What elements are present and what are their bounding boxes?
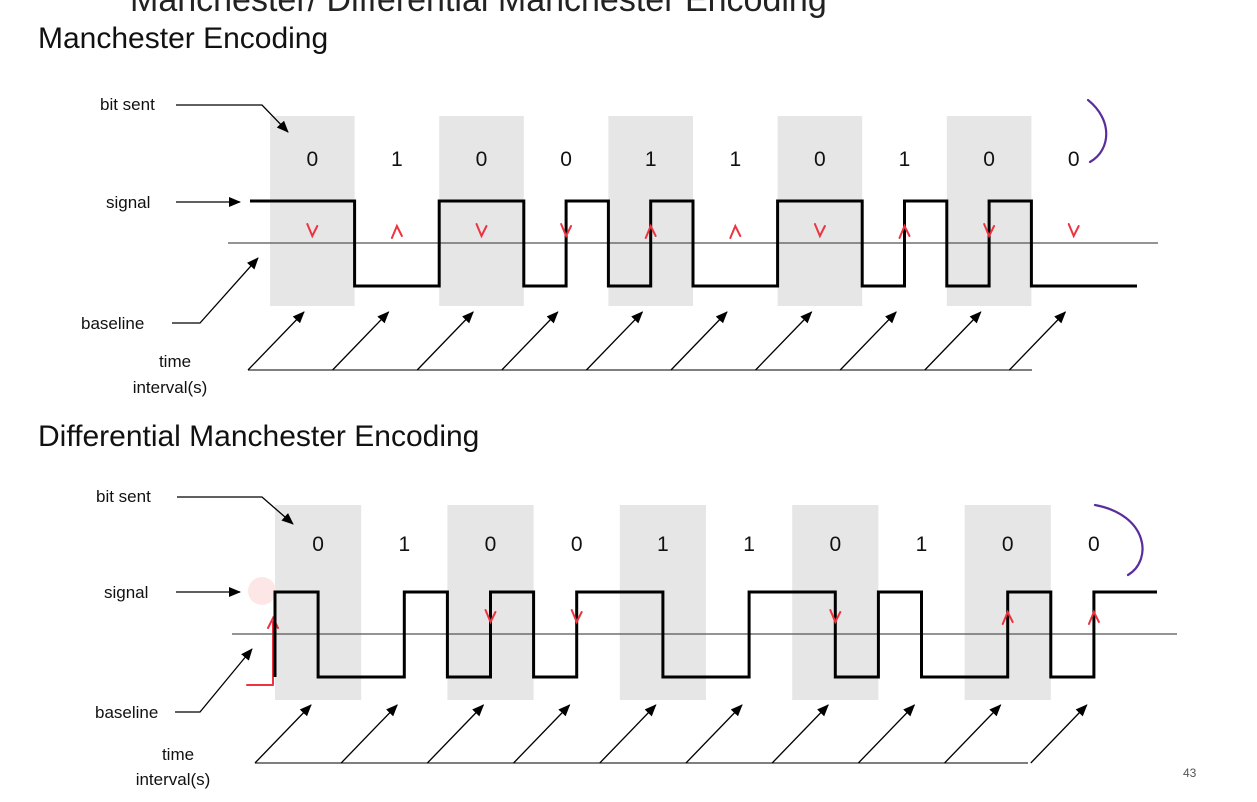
signal-label: signal — [104, 583, 148, 602]
bit-value: 1 — [645, 148, 657, 171]
time-interval-arrow — [771, 704, 829, 764]
transition-down-mark — [475, 223, 488, 239]
time-interval-arrow — [857, 704, 916, 764]
bit-value: 1 — [916, 533, 928, 556]
bit-value: 0 — [476, 148, 488, 171]
transition-down-mark — [813, 223, 826, 239]
bit-sent-label: bit sent — [100, 95, 155, 114]
time-interval-arrow — [944, 704, 1002, 764]
signal-waveform — [250, 199, 1137, 288]
time-interval-arrow — [513, 704, 571, 764]
time-interval-arrow — [332, 311, 390, 371]
highlight-dot — [248, 577, 276, 605]
baseline-label: baseline — [81, 314, 144, 333]
time-interval-arrow — [247, 311, 305, 371]
time-interval-arrow — [416, 311, 474, 371]
bit-value: 0 — [829, 533, 841, 556]
bit-value: 0 — [814, 148, 826, 171]
bit-value: 0 — [312, 533, 324, 556]
bit-value: 0 — [1002, 533, 1014, 556]
signal-waveform — [273, 590, 1157, 679]
time-interval-arrow — [340, 704, 398, 764]
annotation-bracket — [1093, 503, 1144, 577]
transition-up-mark — [729, 223, 742, 239]
time-interval-arrow — [839, 311, 897, 371]
time-interval-arrow — [501, 311, 559, 371]
transition-down-mark — [560, 223, 573, 239]
time-interval-arrow — [599, 704, 657, 764]
signal-label: signal — [106, 193, 150, 212]
transition-down-mark — [484, 609, 497, 625]
panel-guides — [172, 98, 1108, 324]
time-interval-arrow — [685, 704, 743, 764]
bit-value: 0 — [560, 148, 572, 171]
baseline-label: baseline — [95, 703, 158, 722]
time-interval-arrows — [254, 704, 1088, 764]
time-label: time — [159, 352, 191, 371]
bit-value: 1 — [398, 533, 410, 556]
time-interval-arrow — [755, 311, 813, 371]
bit-value: 0 — [306, 148, 318, 171]
time-interval-arrows — [247, 311, 1067, 371]
bit-value: 0 — [1088, 533, 1100, 556]
transition-down-mark — [306, 223, 319, 239]
time-label: time — [162, 745, 194, 764]
bit-value: 0 — [1068, 148, 1080, 171]
bit-values: 0 1 0 0 1 1 0 1 0 0 — [306, 148, 1079, 171]
bit-value: 1 — [391, 148, 403, 171]
time-interval-arrow — [426, 704, 485, 764]
interval-label: interval(s) — [136, 770, 211, 789]
bit-value: 1 — [899, 148, 911, 171]
interval-shade — [270, 116, 355, 306]
bit-sent-pointer — [177, 496, 294, 525]
manchester-title: Manchester Encoding — [38, 22, 329, 55]
interval-shade — [439, 116, 524, 306]
bit-value: 0 — [485, 533, 497, 556]
manchester-panel: 0 1 0 0 1 1 0 1 0 0 bit sent signal baseline time… — [81, 95, 1158, 397]
transition-down-mark — [829, 609, 842, 625]
transition-marks — [484, 609, 1100, 625]
time-interval-arrow — [254, 704, 312, 764]
bit-values: 0 1 0 0 1 1 0 1 0 0 — [312, 533, 1099, 556]
transition-up-mark — [898, 223, 911, 239]
bit-value: 0 — [983, 148, 995, 171]
bit-value: 1 — [743, 533, 755, 556]
bit-value: 0 — [571, 533, 583, 556]
transition-up-mark — [390, 223, 403, 239]
interval-label: interval(s) — [133, 378, 208, 397]
start-transition-mark — [246, 615, 279, 686]
time-interval-arrow — [585, 311, 644, 371]
interval-shade — [777, 116, 863, 306]
transition-down-mark — [983, 223, 996, 239]
time-interval-arrow — [924, 311, 982, 371]
differential-manchester-title: Differential Manchester Encoding — [38, 420, 480, 453]
transition-down-mark — [570, 609, 583, 625]
bit-value: 1 — [729, 148, 741, 171]
time-interval-arrow — [670, 311, 728, 371]
transition-up-mark — [1087, 609, 1100, 625]
baseline-pointer — [172, 257, 259, 324]
time-interval-arrow — [1008, 311, 1067, 371]
transition-up-mark — [1001, 609, 1014, 625]
transition-marks — [306, 223, 1080, 239]
time-interval-arrow — [1030, 704, 1088, 764]
transition-down-mark — [1067, 223, 1080, 239]
bit-value: 1 — [657, 533, 669, 556]
bit-sent-pointer — [176, 104, 289, 133]
slide-cut-title: Manchester/ Differential Manchester Enco… — [130, 0, 827, 19]
baseline-pointer — [175, 648, 253, 713]
interval-shading — [270, 116, 1032, 306]
transition-up-mark — [644, 223, 657, 239]
panel-guides — [175, 496, 1144, 713]
differential-manchester-panel: 0 1 0 0 1 1 0 1 0 0 bit sent signal baseline time… — [95, 487, 1177, 789]
annotation-bracket — [1086, 98, 1108, 164]
page-number: 43 — [1183, 766, 1197, 780]
bit-sent-label: bit sent — [96, 487, 151, 506]
